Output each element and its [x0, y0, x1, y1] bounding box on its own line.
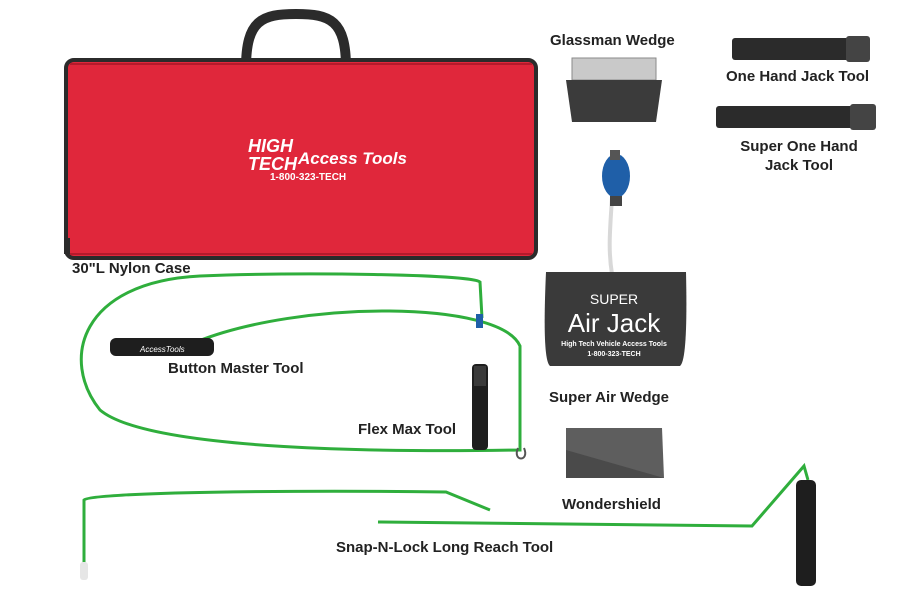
air-tube [607, 197, 614, 275]
label-super-one-hand-jack-line2: Jack Tool [764, 157, 834, 174]
airbag-company-text: High Tech Vehicle Access Tools [561, 341, 667, 348]
case-phone: 1-800-323-TECH [270, 172, 346, 183]
one-hand-jack-tool [732, 36, 870, 62]
wire-blue-tip [476, 314, 483, 328]
flex-max-handle [472, 364, 488, 450]
case-zipper-pull [64, 238, 70, 254]
label-flex-max: Flex Max Tool [358, 421, 457, 438]
airbag [544, 272, 687, 366]
label-super-air-wedge: Super Air Wedge [549, 389, 670, 406]
case-logo-tech: TECH [248, 154, 298, 174]
label-wondershield: Wondershield [562, 496, 661, 513]
label-button-master: Button Master Tool [168, 360, 304, 377]
label-glassman-wedge: Glassman Wedge [550, 32, 675, 49]
long-reach-wire [79, 272, 527, 460]
snap-n-lock-handle [796, 480, 816, 586]
button-master-handle: AccessTools [110, 338, 214, 356]
pump-bulb [602, 154, 630, 198]
airbag-phone-text: 1-800-323-TECH [587, 351, 640, 358]
case-handle [241, 8, 351, 73]
airbag-airjack-text: Air Jack [568, 308, 661, 338]
super-air-wedge: SUPER Air Jack High Tech Vehicle Access … [544, 150, 687, 366]
glassman-wedge [566, 57, 662, 122]
case-logo: HIGH TECH Access Tools 1-800-323-TECH [248, 136, 407, 183]
label-super-one-hand-jack-line1: Super One Hand [740, 138, 858, 155]
label-snap-n-lock: Snap-N-Lock Long Reach Tool [336, 539, 554, 556]
airbag-super-text: SUPER [590, 291, 638, 307]
handle-print: AccessTools [139, 345, 185, 354]
label-one-hand-jack: One Hand Jack Tool [726, 68, 870, 85]
case-body [64, 58, 538, 260]
label-nylon-case: 30"L Nylon Case [72, 260, 191, 277]
label-super-one-hand-jack: Super One Hand Jack Tool [734, 137, 864, 175]
wondershield [566, 428, 664, 478]
super-one-hand-jack-tool [716, 104, 876, 130]
case-logo-brand: Access Tools [297, 149, 407, 168]
nylon-case: HIGH TECH Access Tools 1-800-323-TECH [64, 8, 538, 260]
snap-n-lock-tool [80, 462, 816, 586]
case-logo-high: HIGH [248, 136, 294, 156]
